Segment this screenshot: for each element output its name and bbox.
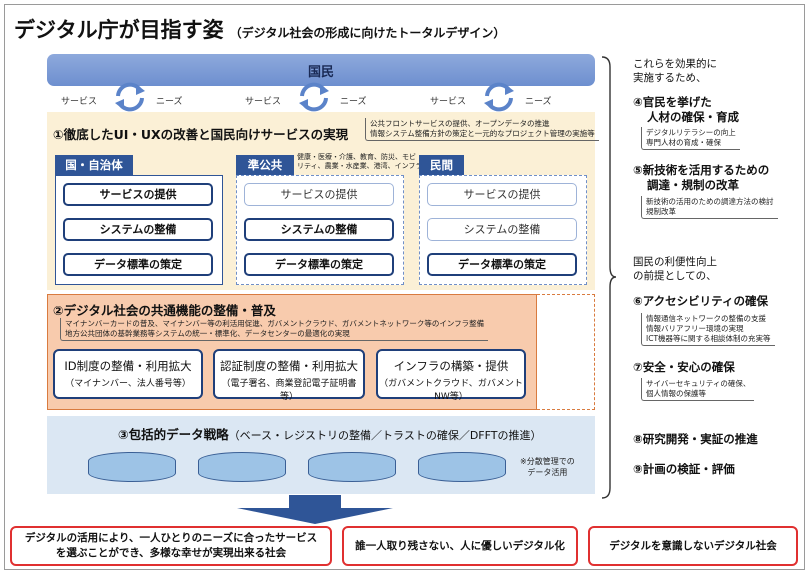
junkoukyou-note-line1: 健康・医療・介護、教育、防災、モビ [297, 153, 416, 161]
col-minkan-label: 民間 [419, 155, 464, 175]
right-item5: ⑤新技術を活用するための 調達・規制の改革 [633, 163, 769, 193]
junkoukyou-note: 健康・医療・介護、教育、防災、モビ リティ、農業・水産業、港湾、インフラ [297, 153, 422, 171]
col-junkoukyou-label: 準公共 [236, 155, 294, 175]
section3-note-line1: ※分散管理での [520, 457, 575, 466]
down-arrow-body [289, 495, 341, 508]
kokumin-bar: 国民 [47, 54, 595, 86]
goal-1: デジタルの活用により、一人ひとりのニーズに合ったサービス を選ぶことができ、多様… [10, 526, 332, 566]
database-cylinder-2 [198, 452, 286, 482]
infra-box: インフラの構築・提供 （ガバメントクラウド、ガバメントNW等） [376, 349, 526, 402]
right-brace [601, 56, 617, 499]
section3-heading: ③包括的データ戦略（ベース・レジストリの整備／トラストの確保／DFFTの推進） [118, 424, 541, 443]
right-item5-note-line2: 規制改革 [646, 207, 676, 216]
cycle-2-service-label: サービス [245, 97, 282, 107]
right-item6-note: 情報通信ネットワークの整備の支援 情報バリアフリー環境の実現 ICT機器等に関す… [641, 313, 775, 346]
right-item8: ⑧研究開発・実証の推進 [633, 432, 758, 446]
junkoukyou-data-standard: データ標準の策定 [244, 253, 394, 276]
cycle-2-needs-label: ニーズ [340, 97, 367, 107]
section2-note-line1: マイナンバーカードの普及、マイナンバー等の利活用促進、ガバメントクラウド、ガバメ… [65, 319, 485, 328]
right-item5-line1: ⑤新技術を活用するための [633, 163, 770, 177]
right-item6-note-line3: ICT機器等に関する相談体制の充実等 [646, 334, 771, 343]
minkan-system-development: システムの整備 [427, 218, 577, 241]
right-item4: ④官民を挙げた 人材の確保・育成 [633, 95, 739, 125]
cycle-3-arrows-icon [484, 82, 514, 112]
kuni-system-development: システムの整備 [63, 218, 213, 241]
right-item6: ⑥アクセシビリティの確保 [633, 294, 768, 308]
kuni-data-standard: データ標準の策定 [63, 253, 213, 276]
minkan-service-provision: サービスの提供 [427, 183, 577, 206]
right-item5-line2: 調達・規制の改革 [647, 178, 739, 192]
title-main: デジタル庁が目指す姿 [14, 18, 224, 42]
id-system-main: ID制度の整備・利用拡大 [64, 359, 192, 373]
cycle-1-needs-label: ニーズ [156, 97, 183, 107]
right-intro1-line1: これらを効果的に [633, 58, 717, 70]
diagram-frame [4, 4, 805, 570]
right-intro2-line1: 国民の利便性向上 [633, 256, 717, 268]
kokumin-label: 国民 [307, 65, 334, 80]
auth-system-sub: （電子署名、商業登記電子証明書等） [221, 379, 357, 402]
section2-dashed-extension [537, 294, 595, 410]
auth-system-box: 認証制度の整備・利用拡大 （電子署名、商業登記電子証明書等） [213, 349, 365, 402]
goal-2: 誰一人取り残さない、人に優しいデジタル化 [342, 526, 578, 566]
infra-main: インフラの構築・提供 [393, 359, 509, 373]
right-intro2-line2: の前提としての、 [633, 270, 717, 282]
database-cylinder-4 [418, 452, 506, 482]
section3-note: ※分散管理での データ活用 [520, 456, 575, 478]
section1-note-line1: 公共フロントサービスの提供、オープンデータの推進 [370, 119, 550, 128]
cycle-1-arrows-icon [115, 82, 145, 112]
cycle-1-service-label: サービス [61, 97, 98, 107]
right-intro1-line2: 実施するため、 [633, 72, 707, 84]
right-item7-note: サイバーセキュリティの確保、 個人情報の保護等 [641, 378, 755, 401]
id-system-sub: （マイナンバー、法人番号等） [65, 379, 191, 389]
right-item4-note-line1: デジタルリテラシーの向上 [646, 128, 736, 137]
right-item4-note: デジタルリテラシーの向上 専門人材の育成・確保 [641, 127, 740, 150]
title-subtitle: （デジタル社会の形成に向けたトータルデザイン） [229, 26, 506, 40]
id-system-box: ID制度の整備・利用拡大 （マイナンバー、法人番号等） [53, 349, 203, 399]
section3-title: ③包括的データ戦略 [118, 427, 229, 442]
cycle-2-arrows-icon [299, 82, 329, 112]
minkan-data-standard: データ標準の策定 [427, 253, 577, 276]
section2-note-line2: 地方公共団体の基幹業務等システムの統一・標準化、データセンターの最適化の実現 [65, 329, 350, 338]
down-arrow-icon [237, 508, 393, 524]
goal-3: デジタルを意識しないデジタル社会 [588, 526, 798, 566]
col-kuni-label: 国・自治体 [55, 155, 133, 175]
right-item9: ⑨計画の検証・評価 [633, 462, 735, 476]
database-cylinder-1 [88, 452, 176, 482]
right-item7-note-line1: サイバーセキュリティの確保、 [646, 379, 751, 388]
junkoukyou-system-development: システムの整備 [244, 218, 394, 241]
right-intro1: これらを効果的に 実施するため、 [633, 57, 717, 85]
right-item4-line2: 人材の確保・育成 [647, 110, 739, 124]
section2-note: マイナンバーカードの普及、マイナンバー等の利活用促進、ガバメントクラウド、ガバメ… [60, 318, 489, 341]
section3-note-line2: データ活用 [527, 468, 568, 477]
junkoukyou-note-line2: リティ、農業・水産業、港湾、インフラ [297, 162, 423, 170]
cycle-3-needs-label: ニーズ [525, 97, 552, 107]
auth-system-main: 認証制度の整備・利用拡大 [220, 359, 358, 373]
cycle-3-service-label: サービス [430, 97, 467, 107]
right-item7-note-line2: 個人情報の保護等 [646, 389, 706, 398]
right-item7: ⑦安全・安心の確保 [633, 360, 735, 374]
section1-note: 公共フロントサービスの提供、オープンデータの推進 情報システム整備方針の策定と一… [365, 118, 599, 141]
right-item4-line1: ④官民を挙げた [633, 95, 712, 109]
right-item4-note-line2: 専門人材の育成・確保 [646, 138, 721, 147]
section1-title: ①徹底したUI・UXの改善と国民向けサービスの実現 [53, 127, 349, 142]
right-item6-note-line2: 情報バリアフリー環境の実現 [646, 324, 744, 333]
junkoukyou-service-provision: サービスの提供 [244, 183, 394, 206]
right-intro2: 国民の利便性向上 の前提としての、 [633, 255, 717, 283]
section1-note-line2: 情報システム整備方針の策定と一元的なプロジェクト管理の実施等 [370, 129, 595, 138]
right-item6-note-line1: 情報通信ネットワークの整備の支援 [646, 314, 766, 323]
page-title: デジタル庁が目指す姿 （デジタル社会の形成に向けたトータルデザイン） [14, 14, 505, 44]
right-item5-note-line1: 新技術の活用のための調達方法の検討 [646, 197, 774, 206]
goal-1-line1: デジタルの活用により、一人ひとりのニーズに合ったサービス [24, 532, 318, 544]
goal-1-line2: を選ぶことができ、多様な幸せが実現出来る社会 [55, 547, 287, 559]
database-cylinder-3 [308, 452, 396, 482]
section3-title-sub: （ベース・レジストリの整備／トラストの確保／DFFTの推進） [228, 429, 542, 442]
infra-sub: （ガバメントクラウド、ガバメントNW等） [379, 379, 523, 402]
kuni-service-provision: サービスの提供 [63, 183, 213, 206]
section2-title: ②デジタル社会の共通機能の整備・普及 [53, 303, 276, 318]
right-item5-note: 新技術の活用のための調達方法の検討 規制改革 [641, 196, 778, 219]
